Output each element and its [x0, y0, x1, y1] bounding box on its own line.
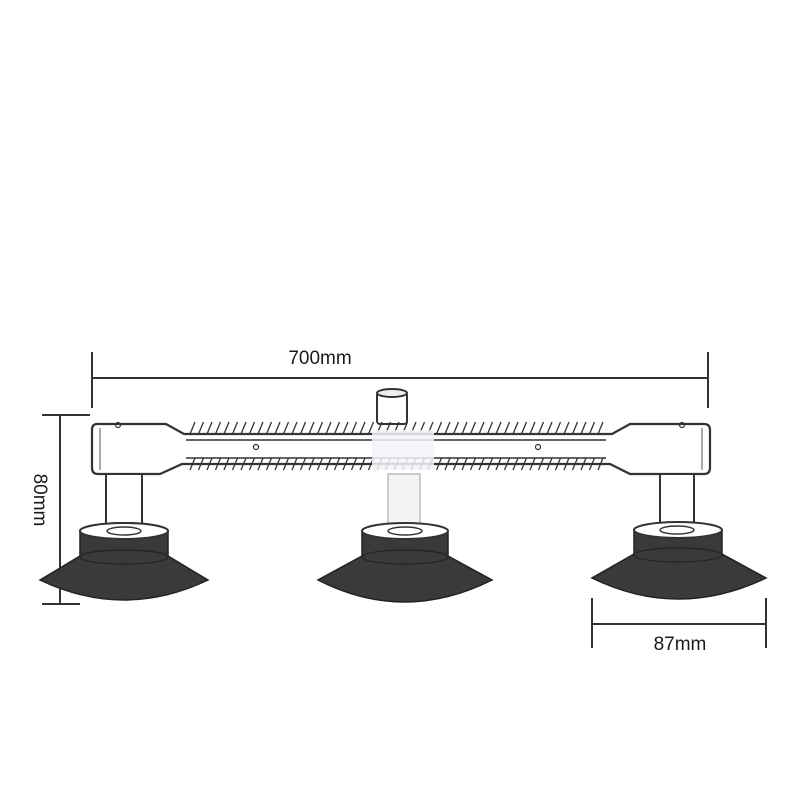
- knurl-stroke: [435, 457, 443, 471]
- knurl-stroke: [342, 457, 349, 471]
- knurl-stroke: [452, 457, 460, 471]
- knurl-stroke: [563, 421, 570, 435]
- knurl-stroke: [231, 457, 239, 471]
- cup-diameter-dimension: [591, 598, 767, 648]
- knurl-stroke: [495, 457, 502, 471]
- knurl-stroke: [359, 421, 366, 435]
- knurl-stroke: [367, 421, 375, 435]
- knurl-stroke: [571, 457, 579, 471]
- knurl-stroke: [512, 421, 519, 435]
- knurl-stroke: [274, 457, 281, 471]
- knurl-stroke: [291, 457, 298, 471]
- knurl-stroke: [478, 457, 485, 471]
- grip-knurl-top: [189, 421, 604, 435]
- knurl-stroke: [282, 421, 290, 435]
- left-suction-cup: [38, 473, 210, 601]
- knurl-stroke: [571, 421, 579, 435]
- knurl-stroke: [333, 421, 341, 435]
- knurl-stroke: [333, 457, 341, 471]
- rivet-hole: [678, 421, 686, 429]
- knurl-stroke: [223, 421, 230, 435]
- knurl-stroke: [435, 421, 443, 435]
- knurl-stroke: [206, 457, 213, 471]
- knurl-stroke: [588, 421, 596, 435]
- length-dimension: [91, 352, 709, 408]
- knurl-stroke: [529, 421, 536, 435]
- knurl-stroke: [546, 421, 553, 435]
- knurl-stroke: [189, 421, 196, 435]
- knurl-stroke: [563, 457, 570, 471]
- knurl-stroke: [520, 421, 528, 435]
- right-suction-cup: [590, 473, 768, 600]
- knurl-stroke: [359, 457, 366, 471]
- knurl-stroke: [299, 457, 307, 471]
- knurl-stroke: [486, 457, 494, 471]
- knurl-stroke: [291, 421, 298, 435]
- knurl-stroke: [452, 421, 460, 435]
- knurl-stroke: [478, 421, 485, 435]
- knurl-stroke: [469, 421, 477, 435]
- knurl-stroke: [503, 421, 511, 435]
- knurl-stroke: [265, 421, 273, 435]
- knurl-stroke: [265, 457, 273, 471]
- knurl-stroke: [520, 457, 528, 471]
- knurl-stroke: [325, 421, 332, 435]
- knurl-stroke: [597, 421, 604, 435]
- knurl-stroke: [537, 421, 545, 435]
- height-label: 80mm: [29, 474, 50, 527]
- knurl-stroke: [240, 421, 247, 435]
- knurl-stroke: [444, 421, 451, 435]
- knurl-stroke: [588, 457, 596, 471]
- knurl-stroke: [316, 421, 324, 435]
- knurl-stroke: [257, 421, 264, 435]
- knurl-stroke: [597, 457, 604, 471]
- knurl-stroke: [274, 421, 281, 435]
- rivet-hole: [252, 443, 260, 451]
- knurl-stroke: [189, 457, 196, 471]
- knurl-stroke: [342, 421, 349, 435]
- knurl-stroke: [197, 457, 205, 471]
- knurl-stroke: [282, 457, 290, 471]
- knurl-stroke: [257, 457, 264, 471]
- knurl-stroke: [503, 457, 511, 471]
- knurl-stroke: [240, 457, 247, 471]
- knurl-stroke: [546, 457, 553, 471]
- knurl-stroke: [248, 457, 256, 471]
- center-post: [372, 430, 434, 531]
- length-label: 700mm: [288, 348, 351, 369]
- knurl-stroke: [197, 421, 205, 435]
- rivet-hole: [114, 421, 122, 429]
- knurl-stroke: [350, 421, 358, 435]
- knurl-stroke: [248, 421, 256, 435]
- cup-diameter-label: 87mm: [654, 634, 707, 655]
- knurl-stroke: [214, 421, 222, 435]
- knurl-stroke: [206, 421, 213, 435]
- knurl-stroke: [299, 421, 307, 435]
- knurl-stroke: [214, 457, 222, 471]
- knurl-stroke: [316, 457, 324, 471]
- knurl-stroke: [461, 421, 468, 435]
- center-knob: [376, 388, 408, 425]
- knurl-stroke: [350, 457, 358, 471]
- knurl-stroke: [308, 421, 315, 435]
- knurl-stroke: [308, 457, 315, 471]
- knurl-stroke: [486, 421, 494, 435]
- knurl-stroke: [537, 457, 545, 471]
- knurl-stroke: [231, 421, 239, 435]
- knurl-stroke: [554, 421, 562, 435]
- knurl-stroke: [495, 421, 502, 435]
- knurl-stroke: [529, 457, 536, 471]
- knurl-stroke: [461, 457, 468, 471]
- knurl-stroke: [512, 457, 519, 471]
- knurl-stroke: [580, 421, 587, 435]
- knurl-stroke: [223, 457, 230, 471]
- knurl-stroke: [554, 457, 562, 471]
- knurl-stroke: [325, 457, 332, 471]
- knurl-stroke: [580, 457, 587, 471]
- rivet-hole: [534, 443, 542, 451]
- knurl-stroke: [469, 457, 477, 471]
- knurl-stroke: [444, 457, 451, 471]
- center-suction-cup: [316, 522, 494, 603]
